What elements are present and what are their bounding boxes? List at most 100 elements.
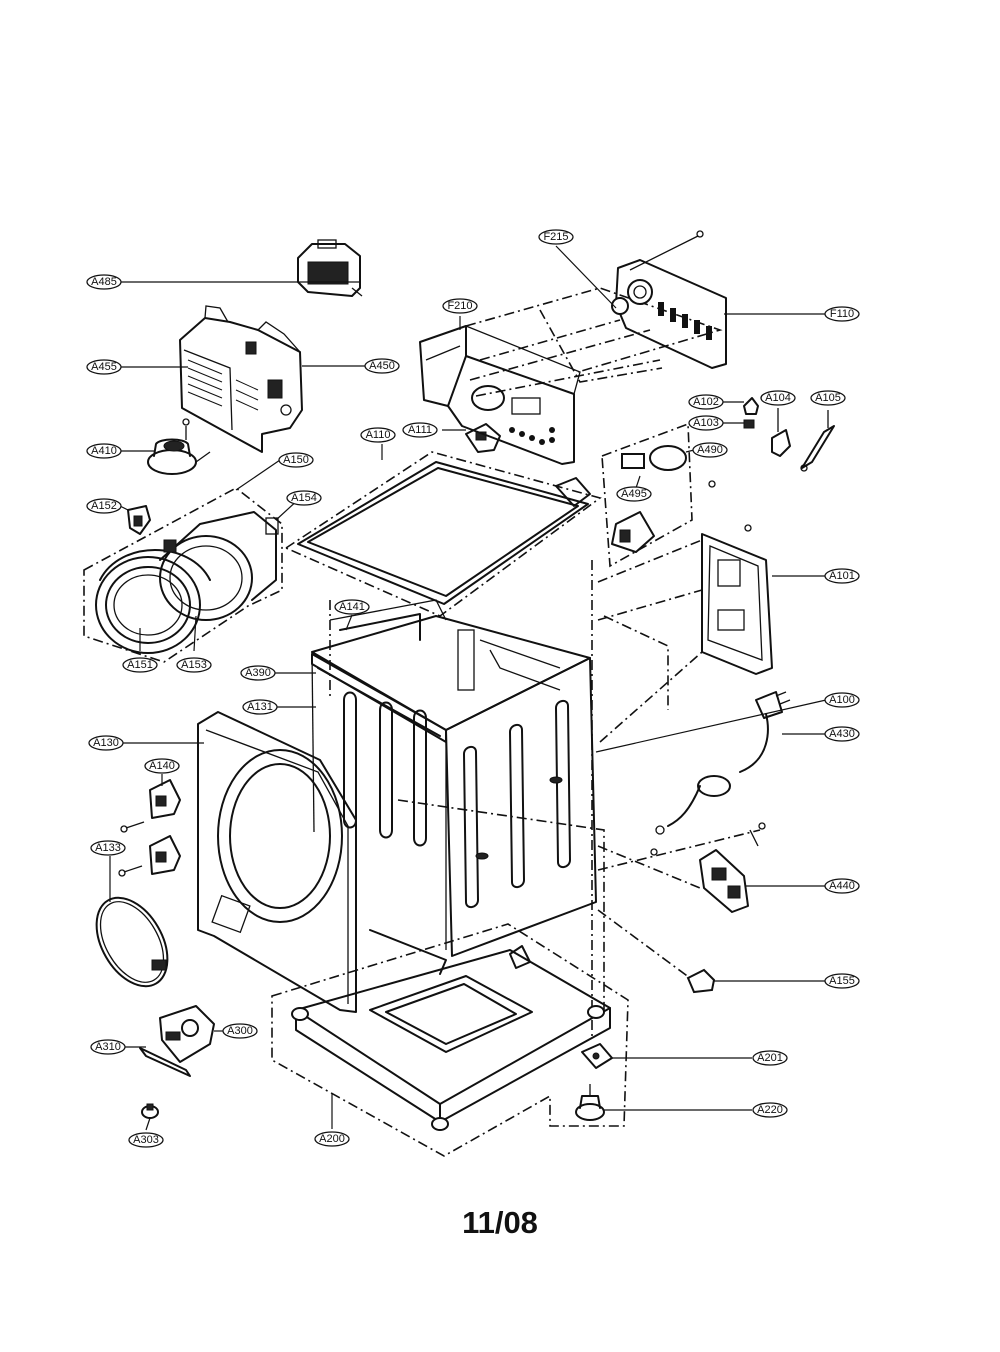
label-f210: F210 [442,298,478,314]
label-a130: A130 [88,735,124,751]
label-a151: A151 [122,657,158,673]
part-a440-noise-filter [699,822,766,913]
footer-date: 11/08 [462,1205,538,1240]
svg-text:A495: A495 [621,488,647,500]
svg-text:F110: F110 [830,308,854,320]
label-a485: A485 [86,274,122,290]
part-a105-spring-damper [800,410,835,472]
label-a131: A131 [242,699,278,715]
svg-text:A201: A201 [757,1052,783,1064]
svg-text:A152: A152 [91,500,117,512]
label-a102: A102 [688,394,724,410]
svg-text:A101: A101 [829,570,855,582]
label-a220: A220 [752,1102,788,1118]
label-a150: A150 [278,452,314,468]
svg-text:A200: A200 [319,1133,345,1145]
svg-text:A440: A440 [829,880,855,892]
svg-text:A131: A131 [247,701,273,713]
part-door-assembly-group [83,487,283,663]
label-a455: A455 [86,359,122,375]
svg-text:A153: A153 [181,659,207,671]
label-a155: A155 [824,973,860,989]
label-a490: A490 [692,442,728,458]
svg-text:F215: F215 [543,231,568,243]
svg-text:A410: A410 [91,445,117,457]
label-a104: A104 [760,390,796,406]
label-a201: A201 [752,1050,788,1066]
part-a485-pcb-module [297,239,363,297]
label-a410: A410 [86,443,122,459]
svg-text:A100: A100 [829,694,855,706]
label-a101: A101 [824,568,860,584]
part-a410-pump-motor [147,418,211,475]
part-a152-hinge-cover [127,505,151,535]
label-a153: A153 [176,657,212,673]
label-a141: A141 [334,599,370,615]
part-a390-front-rail [311,653,447,743]
svg-text:A111: A111 [408,424,432,436]
part-a110-top-plate [284,451,602,617]
svg-text:A150: A150 [283,454,309,466]
svg-text:A300: A300 [227,1025,253,1037]
label-a450: A450 [364,358,400,374]
label-a200: A200 [314,1131,350,1147]
svg-text:A130: A130 [93,737,119,749]
svg-text:A155: A155 [829,975,855,987]
svg-text:A390: A390 [245,667,271,679]
part-a101-projection-lines [597,539,703,743]
part-a220-leveling-foot [575,1084,605,1121]
part-a133-clamp-ring [95,896,169,988]
part-a153-door-inner [159,511,279,621]
leader-lines [109,245,827,1131]
part-a300-a310-filter-cover [139,1005,215,1077]
label-a430: A430 [824,726,860,742]
label-a390: A390 [240,665,276,681]
svg-text:A430: A430 [829,728,855,740]
svg-text:A490: A490 [697,444,723,456]
part-a140-door-hinges [118,779,181,877]
label-a440: A440 [824,878,860,894]
svg-text:A303: A303 [133,1134,159,1146]
svg-text:A102: A102 [693,396,719,408]
svg-text:A455: A455 [91,361,117,373]
label-f110: F110 [824,306,860,322]
svg-text:A105: A105 [815,392,841,404]
part-f110-display-pcb [611,230,727,369]
label-a110: A110 [360,427,396,443]
part-a101-rear-cover [701,524,773,675]
part-f210-control-panel [419,325,581,465]
part-a151-door [95,549,211,654]
part-cabinet-projection-lines [329,560,761,1040]
label-a495: A495 [616,486,652,502]
svg-text:A103: A103 [693,417,719,429]
label-a310: A310 [90,1039,126,1055]
svg-text:F210: F210 [447,300,472,312]
part-a455-a450-main-pcb [179,305,303,453]
part-a201-bracket [581,1043,613,1069]
label-a154: A154 [286,490,322,506]
label-a300: A300 [222,1023,258,1039]
label-a105: A105 [810,390,846,406]
svg-text:A220: A220 [757,1104,783,1116]
part-a104-valve [771,408,791,457]
label-f215: F215 [538,229,574,245]
svg-text:A104: A104 [765,392,791,404]
part-a200-base [271,923,629,1157]
label-a133: A133 [90,840,126,856]
label-a303: A303 [128,1132,164,1148]
part-a490-a495-sensor-group [601,422,716,568]
part-a130-front-panel [197,711,357,1013]
part-a102-cap [743,397,759,415]
part-a103-clip [743,419,755,429]
svg-text:A141: A141 [339,601,365,613]
part-a155-cap [686,968,716,994]
svg-text:A110: A110 [366,429,391,441]
svg-text:A133: A133 [95,842,121,854]
label-a111: A111 [402,422,438,438]
svg-text:A485: A485 [91,276,117,288]
part-a430-power-cord [650,691,791,856]
label-a152: A152 [86,498,122,514]
svg-text:A450: A450 [369,360,395,372]
part-a100-cabinet [311,599,597,957]
